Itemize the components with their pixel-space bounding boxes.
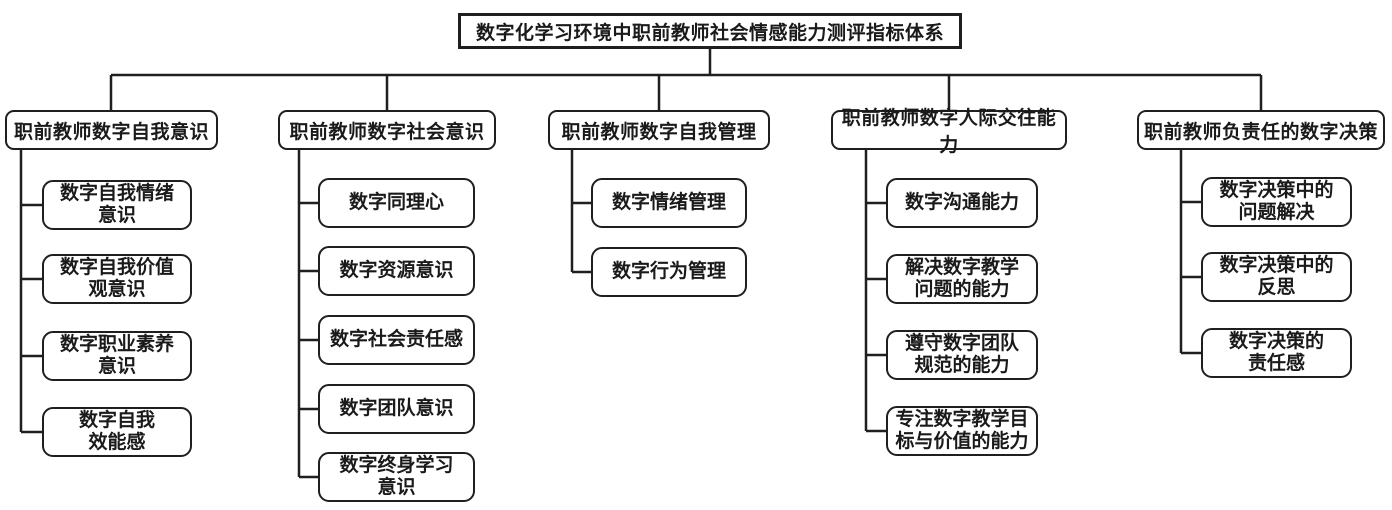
leaf-node: 数字沟通能力 [886, 178, 1038, 228]
leaf-node: 数字资源意识 [318, 246, 475, 296]
branch2-connector [297, 150, 318, 479]
leaf-node: 数字终身学习 意识 [318, 452, 475, 502]
root-connector [109, 48, 1263, 110]
leaf-node: 专注数字教学目 标与价值的能力 [886, 406, 1038, 456]
branch-node-digital-social-awareness: 职前教师数字社会意识 [278, 110, 496, 150]
branch-node-responsible-digital-decision: 职前教师负责任的数字决策 [1137, 110, 1385, 150]
leaf-node: 数字决策中的 问题解决 [1201, 177, 1352, 227]
leaf-node: 数字团队意识 [318, 384, 475, 434]
leaf-node: 数字社会责任感 [318, 315, 475, 365]
branch-node-digital-self-awareness: 职前教师数字自我意识 [5, 110, 218, 150]
branch-node-digital-self-management: 职前教师数字自我管理 [548, 110, 770, 150]
leaf-node: 遵守数字团队 规范的能力 [886, 330, 1038, 380]
branch3-connector [570, 150, 591, 274]
branch-node-digital-interpersonal-skills: 职前教师数字人际交往能力 [831, 108, 1067, 156]
branch4-connector [864, 150, 886, 433]
leaf-node: 数字决策中的 反思 [1201, 252, 1352, 302]
leaf-node: 解决数字教学 问题的能力 [886, 254, 1038, 304]
leaf-node: 数字自我价值 观意识 [42, 254, 192, 304]
root-node: 数字化学习环境中职前教师社会情感能力测评指标体系 [458, 13, 962, 49]
branch5-connector [1179, 150, 1201, 355]
leaf-node: 数字职业素养 意识 [42, 331, 192, 381]
leaf-node: 数字自我 效能感 [42, 407, 192, 457]
leaf-node: 数字决策的 责任感 [1201, 328, 1352, 378]
branch1-connector [19, 150, 42, 434]
leaf-node: 数字同理心 [318, 178, 475, 228]
leaf-node: 数字情绪管理 [591, 178, 747, 228]
leaf-node: 数字行为管理 [591, 247, 747, 297]
leaf-node: 数字自我情绪 意识 [42, 180, 192, 230]
